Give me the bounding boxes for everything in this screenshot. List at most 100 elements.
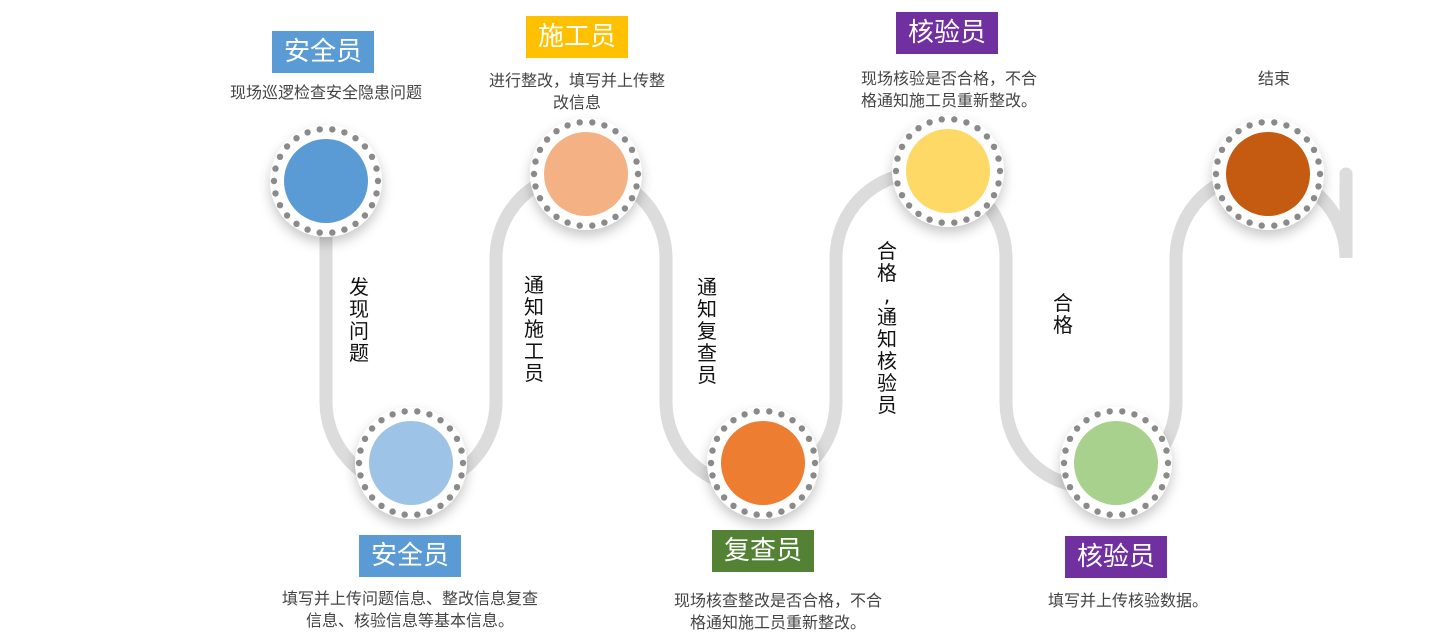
node-dot: [810, 472, 817, 479]
node-dot: [633, 183, 640, 190]
node-dot: [612, 128, 619, 135]
node-dot: [720, 494, 728, 501]
desc-line: 格通知施工员重新整改。: [689, 613, 866, 632]
node-dot: [1094, 411, 1101, 418]
node-dot: [1271, 119, 1278, 126]
node-dot: [304, 129, 311, 136]
workflow-track: [319, 166, 1353, 494]
node-core: [1226, 132, 1310, 216]
node-dot: [1246, 219, 1253, 226]
node-dot: [378, 502, 385, 509]
node-dot: [1271, 222, 1278, 229]
node-dot: [798, 425, 806, 432]
node-core: [369, 421, 453, 505]
node-dot: [532, 158, 539, 165]
node-dot: [938, 219, 945, 226]
node-dot: [730, 502, 737, 509]
role-tag-safety-bottom: 安全员: [359, 535, 462, 577]
stage-description-upload-info: 填写并上传问题信息、整改信息复查 信息、核验信息等基本信息。: [250, 588, 570, 632]
node-dot: [530, 170, 538, 178]
node-dot: [1214, 158, 1221, 165]
node-dot: [270, 177, 278, 185]
node-dot: [341, 129, 348, 136]
node-dot: [1083, 417, 1090, 424]
node-dot: [576, 222, 583, 229]
node-dot: [414, 511, 421, 518]
node-dot: [990, 192, 998, 199]
node-dot: [446, 425, 454, 432]
node-dot: [1164, 459, 1172, 467]
node-dot: [915, 125, 922, 132]
node-dot: [983, 133, 991, 140]
node-dot: [316, 229, 323, 236]
node-dot: [915, 210, 922, 217]
node-dot: [459, 459, 467, 467]
node-dot: [1066, 435, 1074, 442]
node-safety-upload: [355, 407, 467, 519]
node-dot: [709, 472, 716, 479]
node-dot: [1158, 484, 1166, 491]
node-dot: [458, 447, 465, 454]
node-dot: [357, 472, 364, 479]
node-core: [1074, 421, 1158, 505]
node-dot: [272, 165, 279, 172]
node-dot: [601, 122, 608, 129]
node-dot: [589, 119, 596, 126]
node-dot: [352, 135, 359, 142]
node-dot: [741, 411, 748, 418]
node-dot: [995, 180, 1002, 187]
node-dot: [778, 411, 785, 418]
node-dot: [892, 167, 900, 175]
node-dot: [1083, 502, 1090, 509]
node-dot: [357, 447, 364, 454]
node-dot: [766, 408, 773, 415]
node-dot: [990, 143, 998, 150]
connector-label-notify-worker: 通知施工员: [524, 273, 544, 385]
node-dot: [894, 155, 901, 162]
node-dot: [894, 180, 901, 187]
desc-line: 信息、核验信息等基本信息。: [305, 611, 514, 630]
node-dot: [368, 425, 376, 432]
node-dot: [283, 212, 291, 219]
node-dot: [374, 177, 382, 185]
node-dot: [730, 417, 737, 424]
node-dot: [1294, 213, 1301, 220]
node-dot: [1131, 411, 1138, 418]
node-dot: [1316, 170, 1324, 178]
node-dot: [1142, 417, 1149, 424]
node-dot: [1106, 511, 1113, 518]
node-dot: [304, 226, 311, 233]
node-dot: [329, 229, 336, 236]
node-dot: [553, 213, 560, 220]
node-dot: [329, 126, 336, 133]
node-dot: [1214, 183, 1221, 190]
node-dot: [378, 417, 385, 424]
node-dot: [361, 435, 369, 442]
node-dot: [536, 195, 544, 202]
node-dot: [536, 146, 544, 153]
node-dot: [1073, 494, 1081, 501]
stage-description-verify: 现场核验是否合格，不合 格通知施工员重新整改。: [838, 68, 1060, 112]
node-safety-patrol: [270, 125, 382, 237]
stage-description-upload-verify: 填写并上传核验数据。: [1030, 590, 1226, 612]
node-dot: [401, 511, 408, 518]
node-dot: [414, 408, 421, 415]
node-dot: [1163, 472, 1170, 479]
node-dot: [951, 116, 958, 123]
node-dot: [1294, 128, 1301, 135]
node-dot: [543, 136, 551, 143]
desc-line: 改信息: [552, 93, 601, 112]
node-dot: [612, 213, 619, 220]
connector-label-found-issue: 发现问题: [349, 275, 369, 365]
role-tag-safety-top: 安全员: [272, 31, 375, 73]
node-dot: [532, 183, 539, 190]
node-dot: [373, 165, 380, 172]
desc-line: 现场核验是否合格，不合: [860, 69, 1037, 88]
node-dot: [1225, 136, 1233, 143]
node-dot: [974, 210, 981, 217]
connector-label-pass-notify-verifier: 合格,通知核验员: [877, 239, 897, 417]
node-dot: [898, 143, 906, 150]
node-core: [284, 139, 368, 223]
node-dot: [1106, 408, 1113, 415]
node-dot: [1283, 122, 1290, 129]
